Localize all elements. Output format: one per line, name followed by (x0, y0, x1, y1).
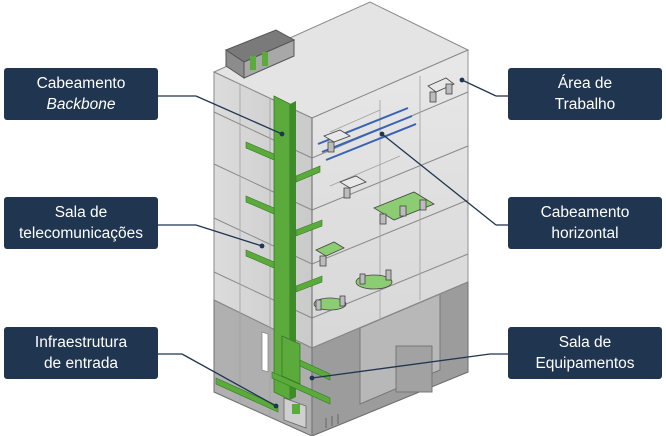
label-text: Sala de (558, 334, 612, 351)
label-text: Trabalho (554, 96, 616, 113)
label-text: Cabeamento (540, 204, 630, 221)
label-cabeamento-horizontal: Cabeamento horizontal (508, 197, 662, 249)
label-text: horizontal (551, 225, 619, 242)
entrance-box (283, 397, 339, 429)
label-cabeamento-backbone: Cabeamento Backbone (4, 68, 158, 120)
label-text: Backbone (46, 96, 116, 113)
work-area-furniture (313, 77, 455, 311)
label-text: de entrada (43, 355, 119, 372)
label-text: telecomunicações (18, 225, 144, 242)
label-text: Sala de (54, 204, 108, 221)
leader-endpoints (259, 77, 465, 409)
label-text: Infraestrutura (34, 334, 128, 351)
entrance-cables (215, 331, 331, 413)
leader-lines (158, 79, 508, 407)
label-area-trabalho: Área de Trabalho (508, 68, 662, 120)
floor-cable-branches (245, 141, 323, 293)
label-text: Equipamentos (535, 355, 635, 372)
label-sala-equipamentos: Sala de Equipamentos (508, 327, 662, 379)
label-text: Cabeamento (36, 75, 126, 92)
label-infraestrutura-entrada: Infraestrutura de entrada (4, 327, 158, 379)
backbone-riser (273, 95, 296, 401)
label-sala-telecomunicacoes: Sala de telecomunicações (4, 197, 158, 249)
label-text: Área de (557, 75, 613, 92)
